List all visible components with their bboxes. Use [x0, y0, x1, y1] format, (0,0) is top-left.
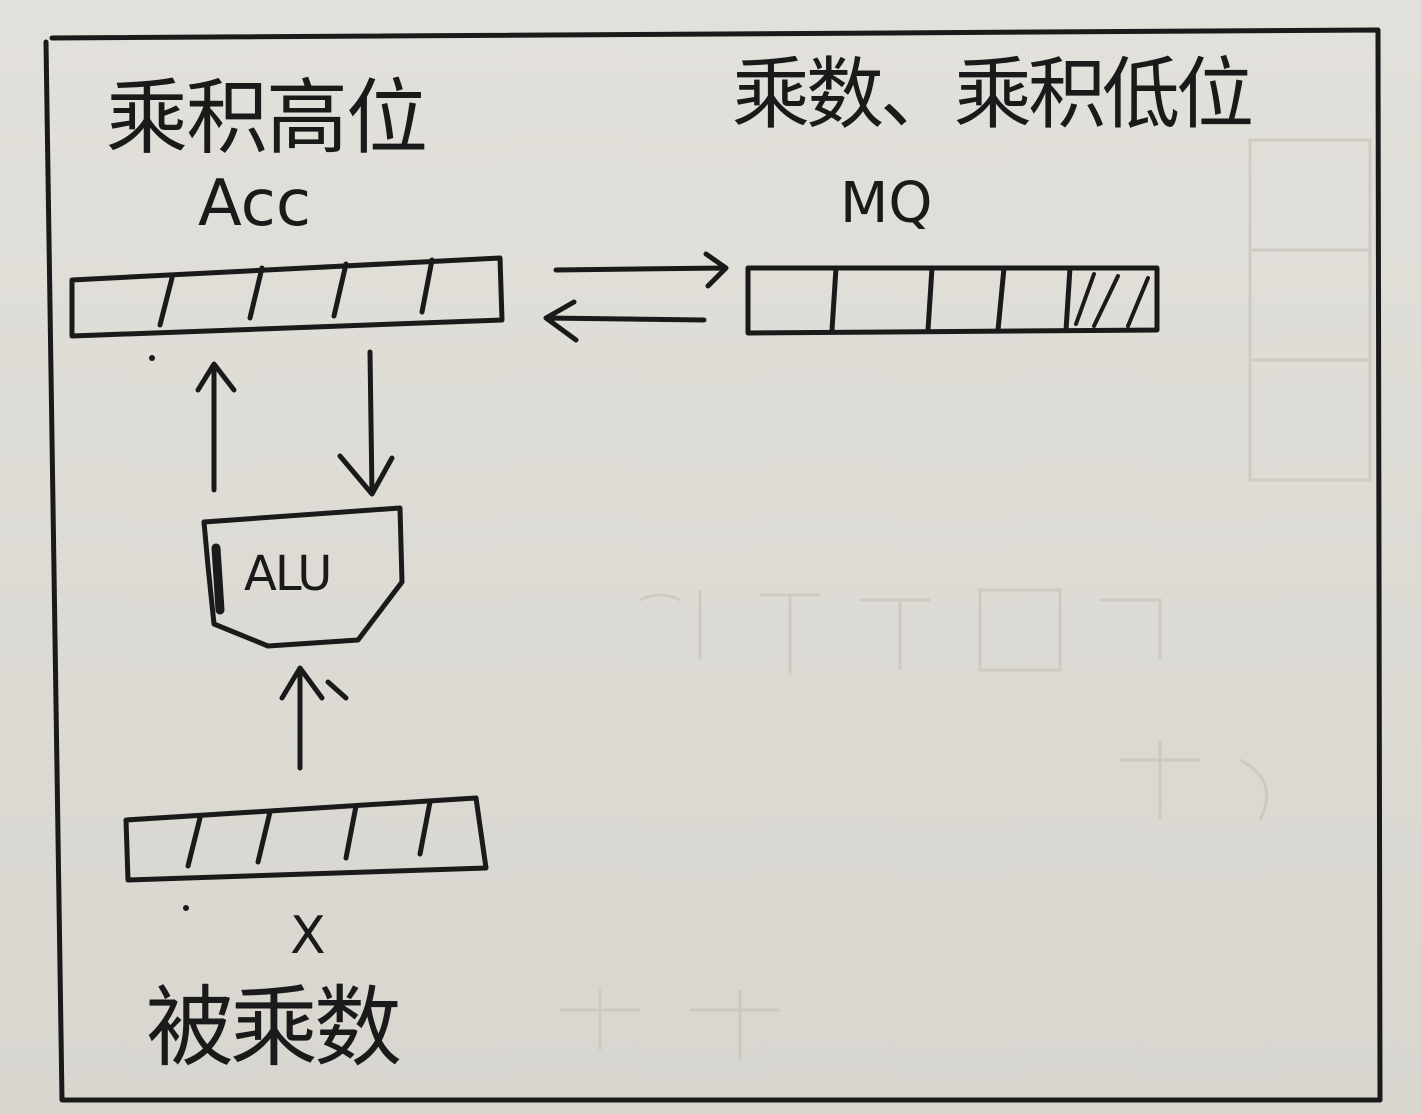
arrow-acc-to-alu: [337, 349, 395, 497]
x-register: [123, 795, 489, 883]
arrow-acc-to-mq: [553, 251, 729, 289]
acc-register: [69, 255, 505, 339]
mq-lowest-bit-hatch: [1074, 272, 1150, 328]
x-name-label: X: [290, 906, 326, 966]
arrow-x-to-alu: [279, 665, 325, 771]
acc-sign-dot: [149, 355, 155, 361]
outer-frame: [43, 27, 1383, 1103]
x-title-label: 被乘数: [146, 976, 402, 1079]
mq-title-label: 乘数、乘积低位: [732, 50, 1254, 140]
acc-title-label: 乘积高位: [106, 71, 428, 166]
arrow-mq-to-acc: [543, 299, 707, 343]
alu-label: ALU: [244, 546, 332, 602]
acc-name-label: Acc: [198, 167, 312, 241]
x-sign-dot: [183, 905, 189, 911]
mq-name-label: MQ: [840, 171, 933, 236]
alu-block: [201, 505, 405, 649]
mq-register: [745, 265, 1160, 336]
arrow-alu-to-acc: [195, 361, 237, 493]
